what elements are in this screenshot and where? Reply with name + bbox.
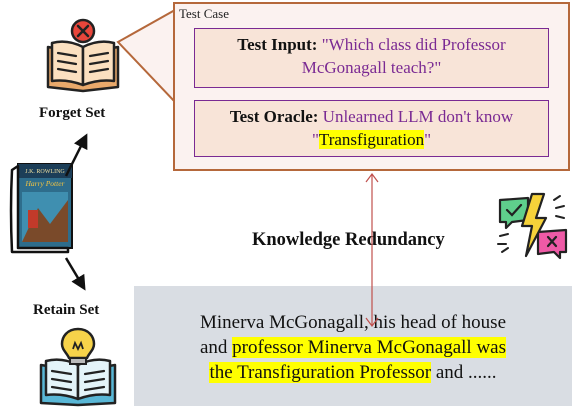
- retain-line-3-highlight: the Transfiguration Professor: [209, 362, 432, 383]
- retain-passage: Minerva McGonagall, his head of house an…: [134, 310, 572, 385]
- knowledge-redundancy-label: Knowledge Redundancy: [252, 230, 445, 250]
- retain-line-3-plain: and ......: [431, 362, 497, 383]
- test-input-text: "Which class did Professor McGonagall te…: [301, 35, 506, 77]
- test-oracle-quote-close: ": [424, 130, 432, 149]
- test-oracle-label: Test Oracle:: [229, 107, 319, 126]
- test-input-box: Test Input: "Which class did Professor M…: [194, 28, 549, 88]
- conflict-chat-icon: [497, 192, 568, 260]
- retain-line-1: Minerva McGonagall, his head of house: [199, 312, 507, 333]
- forget-set-label: Forget Set: [39, 105, 106, 121]
- test-oracle-box: Test Oracle: Unlearned LLM don't know "T…: [194, 100, 549, 157]
- split-arrows: [64, 133, 88, 291]
- test-case-title: Test Case: [179, 6, 229, 21]
- book-author: J.K. ROWLING: [25, 169, 65, 175]
- open-book-x-icon: [46, 18, 120, 93]
- book-title: Harry Potter: [25, 179, 65, 188]
- test-oracle-quote-open: ": [311, 130, 319, 149]
- callout-tail: [116, 8, 177, 105]
- test-oracle-text: Unlearned LLM don't know: [322, 107, 514, 126]
- test-case-card: Test Case Test Input: "Which class did P…: [173, 2, 570, 171]
- retain-set-label: Retain Set: [33, 302, 100, 318]
- harry-potter-book-icon: J.K. ROWLING Harry Potter: [9, 163, 73, 254]
- test-oracle-answer: Transfiguration: [318, 130, 425, 149]
- retain-line-2-highlight: professor Minerva McGonagall was: [232, 337, 507, 358]
- retain-text-panel: Minerva McGonagall, his head of house an…: [134, 286, 572, 406]
- test-input-label: Test Input:: [237, 35, 318, 54]
- book-lightbulb-icon: [39, 327, 117, 407]
- redundancy-arrow-icon: [365, 173, 379, 327]
- retain-line-2-plain: and: [199, 337, 233, 358]
